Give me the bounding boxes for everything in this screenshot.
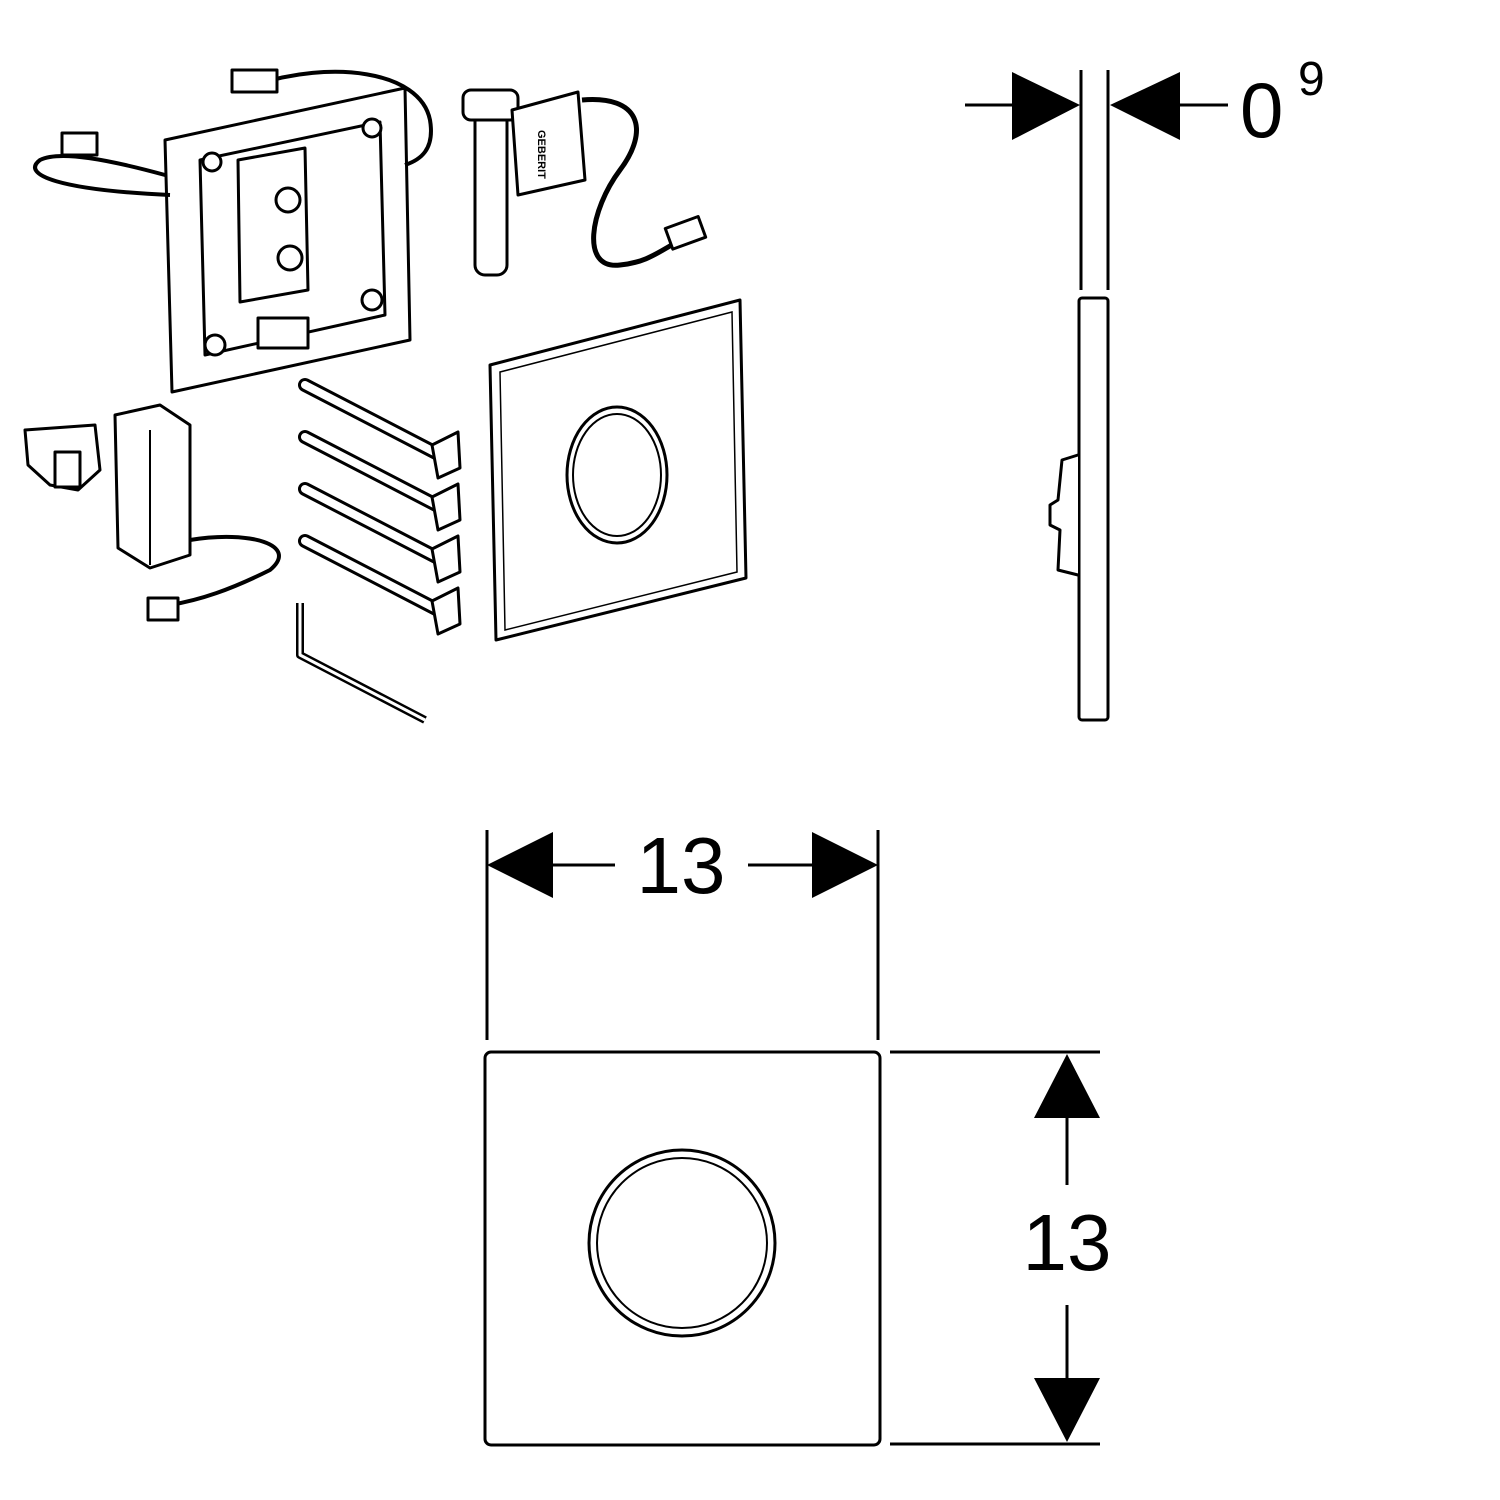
battery-box: [113, 403, 281, 622]
thickness-dimension-superscript: 9: [1298, 53, 1325, 106]
clip: [23, 423, 102, 492]
dimension-arrow-icon: [1012, 72, 1080, 140]
dimension-arrow-icon: [1034, 1054, 1100, 1118]
cover-plate-exploded: [488, 298, 748, 642]
geberit-logo: GEBERIT: [535, 130, 547, 179]
dimension-arrow-icon: [1110, 72, 1180, 140]
hex-key: [296, 603, 427, 724]
mounting-frame: [33, 68, 433, 394]
front-view: 13 13: [483, 821, 1112, 1447]
screws: [298, 378, 460, 634]
thickness-dimension: 0: [1240, 66, 1283, 154]
side-view: 0 9: [965, 53, 1325, 722]
dimension-arrow-icon: [1034, 1378, 1100, 1442]
dimension-arrow-icon: [487, 832, 553, 898]
solenoid-valve: GEBERIT: [461, 88, 708, 277]
dimension-arrow-icon: [812, 832, 878, 898]
height-dimension: 13: [1023, 1198, 1112, 1287]
width-dimension: 13: [637, 821, 726, 910]
